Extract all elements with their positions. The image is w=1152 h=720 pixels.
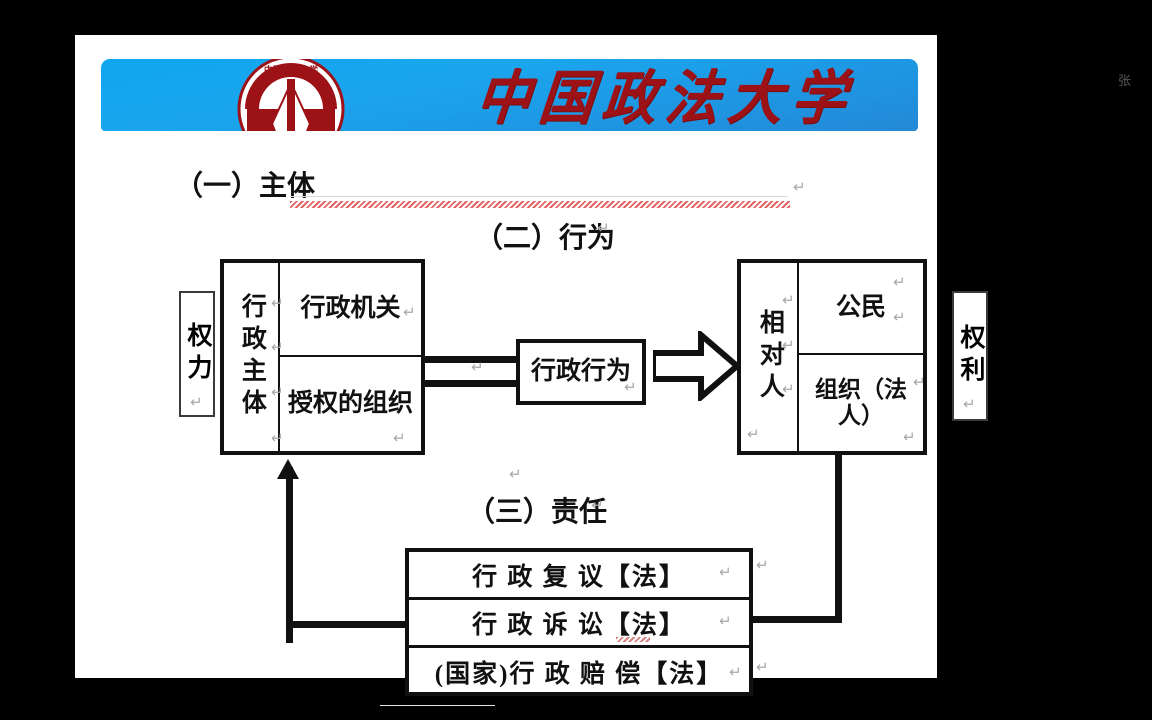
connector-liability-foot	[286, 621, 422, 628]
cell-citizen-text: 公民	[835, 293, 886, 321]
power-label-wrap: 权力	[181, 293, 213, 415]
pilcrow-liability: ↵	[591, 497, 604, 514]
counterpart-group-box: 相对人 公民 组织（法人）	[737, 259, 927, 455]
rights-label: 权利	[957, 324, 984, 388]
rights-label-box: 权利	[952, 291, 988, 421]
cupl-emblem-icon: 中国政法大学	[217, 59, 365, 131]
university-title: 中国政法大学	[472, 65, 858, 131]
pilcrow-org: ↵	[913, 374, 926, 391]
pilcrow-lrow-1: ↵	[719, 613, 732, 630]
cell-administrative-organ-text: 行政机关	[300, 294, 401, 322]
pilcrow-conduct-box: ↵	[624, 379, 637, 396]
liability-row: 行 政 复 议【法】	[409, 552, 749, 600]
cell-organization-legal-person: 组织（法人）	[799, 355, 923, 451]
pilcrow-cp-1: ↵	[782, 292, 795, 309]
spellcheck-underline-small	[616, 637, 650, 642]
pilcrow-citizen: ↵	[893, 309, 906, 326]
cell-administrative-organ: 行政机关	[280, 263, 421, 357]
corner-watermark: 张	[1118, 73, 1132, 88]
pilcrow-cp-3: ↵	[782, 381, 795, 398]
pilcrow-outside-2: ↵	[756, 659, 769, 676]
pilcrow-authorized: ↵	[393, 430, 406, 447]
liability-row-text: (国家)行 政 赔 偿【法】	[434, 661, 724, 688]
block-arrow-right-icon	[650, 328, 742, 404]
subject-group-label-cell: 行政主体	[224, 263, 280, 451]
pilcrow-cp-2: ↵	[782, 337, 795, 354]
header-banner: 中国政法大学 中国政法大学	[101, 59, 918, 131]
document-page: 中国政法大学 中国政法大学 （一）主体 ↵ （二）行为 ↵ （三）责任 ↵ ↵ …	[75, 35, 988, 706]
power-label: 权力	[184, 322, 211, 386]
pilcrow-subj-2: ↵	[271, 339, 284, 356]
pilcrow-subj-3: ↵	[271, 384, 284, 401]
rights-label-wrap: 权利	[954, 293, 986, 419]
pilcrow-cp-top: ↵	[893, 274, 906, 291]
connector-liability-to-subject	[286, 467, 293, 643]
arrow-head-up-icon	[277, 459, 299, 479]
svg-text:中国政法大学: 中国政法大学	[264, 64, 318, 75]
liability-row: (国家)行 政 赔 偿【法】	[409, 648, 749, 696]
heading-subject: （一）主体	[175, 171, 316, 202]
pilcrow-lrow-2: ↵	[729, 664, 742, 681]
connector-counterpart-vertical	[835, 455, 842, 623]
pilcrow-above-liability: ↵	[509, 466, 522, 483]
spellcheck-underline	[290, 201, 790, 208]
cell-organization-legal-person-text: 组织（法人）	[815, 376, 907, 428]
pilcrow-org-2: ↵	[903, 429, 916, 446]
cell-authorized-organization-text: 授权的组织	[287, 389, 413, 417]
bottom-rule	[380, 705, 495, 706]
conduct-box-text: 行政行为	[530, 357, 631, 385]
cell-authorized-organization: 授权的组织	[280, 357, 421, 451]
pilcrow-cp-4: ↵	[747, 426, 760, 443]
counterpart-group-label: 相对人	[756, 309, 784, 405]
heading-conduct: （二）行为	[475, 223, 616, 254]
connector-counterpart-horizontal	[753, 616, 842, 623]
cell-citizen: 公民	[799, 263, 923, 355]
pilcrow-subject: ↵	[793, 179, 806, 196]
pilcrow-lrow-0: ↵	[719, 564, 732, 581]
conduct-box-cell: 行政行为	[520, 343, 642, 401]
pilcrow-subj-4: ↵	[271, 430, 284, 447]
pilcrow-rights: ↵	[963, 396, 976, 413]
power-label-box: 权力	[179, 291, 215, 417]
pilcrow-power: ↵	[190, 394, 203, 411]
liability-row-text: 行 政 诉 讼【法】	[472, 611, 686, 639]
liability-row-text: 行 政 复 议【法】	[472, 563, 686, 591]
heading-liability: （三）责任	[467, 497, 608, 528]
liability-group-box: 行 政 复 议【法】 行 政 诉 讼【法】 (国家)行 政 赔 偿【法】	[405, 548, 753, 696]
subject-group-box: 行政主体 行政机关 授权的组织	[220, 259, 425, 455]
connector-subject-conduct-lower	[425, 380, 517, 387]
pilcrow-organ: ↵	[403, 304, 416, 321]
liability-row: 行 政 诉 讼【法】	[409, 600, 749, 648]
subject-group-label: 行政主体	[238, 293, 266, 421]
counterpart-group-label-cell: 相对人	[741, 263, 799, 451]
pilcrow-conduct: ↵	[597, 220, 610, 237]
connector-subject-conduct-upper	[425, 356, 517, 363]
conduct-box: 行政行为	[516, 339, 646, 405]
pilcrow-link: ↵	[471, 359, 484, 376]
heading-rule	[290, 196, 788, 197]
pilcrow-outside-0: ↵	[756, 557, 769, 574]
pilcrow-subj-1: ↵	[271, 295, 284, 312]
